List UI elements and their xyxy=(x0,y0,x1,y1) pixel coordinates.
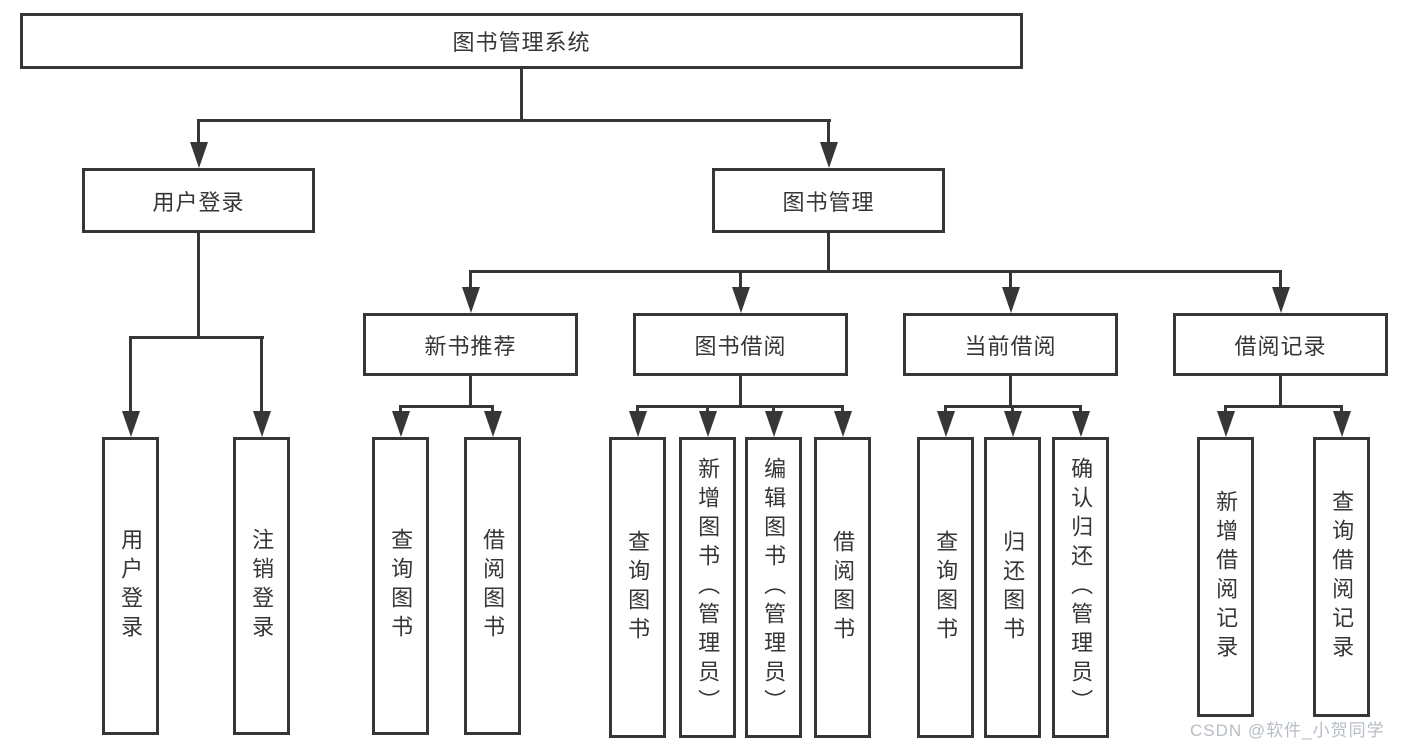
arrowhead-icon xyxy=(628,411,647,437)
node-book-management: 图书管理 xyxy=(712,168,945,233)
csdn-watermark: CSDN @软件_小贺同学 xyxy=(1190,721,1385,740)
node-edit-book-admin: 编辑图书（管理员） xyxy=(745,437,802,738)
arrowhead-icon xyxy=(461,287,480,313)
arrowhead-icon xyxy=(189,142,208,168)
node-confirm-return-admin: 确认归还（管理员） xyxy=(1052,437,1109,738)
node-query-borrow-record: 查询借阅记录 xyxy=(1313,437,1370,717)
node-new-book-recommend-label: 新书推荐 xyxy=(424,333,517,359)
arrowhead-icon xyxy=(1003,411,1022,437)
node-edit-book-admin-label: 编辑图书（管理员） xyxy=(761,457,787,718)
arrowhead-icon xyxy=(1216,411,1235,437)
arrowhead-icon xyxy=(1271,287,1290,313)
node-library-management-system-label: 图书管理系统 xyxy=(452,30,591,55)
node-query-books-3: 查询图书 xyxy=(917,437,974,738)
node-return-book: 归还图书 xyxy=(984,437,1041,738)
edge-root-to-user-login xyxy=(197,119,200,147)
node-borrow-books-1-label: 借阅图书 xyxy=(480,528,506,644)
node-library-management-system: 图书管理系统 xyxy=(20,13,1023,69)
arrowhead-icon xyxy=(1332,411,1351,437)
node-confirm-return-admin-label: 确认归还（管理员） xyxy=(1068,457,1094,718)
edge-to-borrow-records xyxy=(1279,270,1282,290)
arrowhead-icon xyxy=(764,411,783,437)
arrowhead-icon xyxy=(833,411,852,437)
arrowhead-icon xyxy=(483,411,502,437)
edge-new-book-rail xyxy=(399,405,494,408)
node-query-books-2: 查询图书 xyxy=(609,437,666,738)
edge-borrow-records-stem xyxy=(1279,376,1282,408)
node-user-login: 用户登录 xyxy=(82,168,315,233)
edge-borrow-records-rail xyxy=(1224,405,1343,408)
node-query-books-2-label: 查询图书 xyxy=(625,529,651,646)
node-new-book-recommend: 新书推荐 xyxy=(363,313,578,376)
arrowhead-icon xyxy=(1001,287,1020,313)
node-user-login-leaf-label: 用户登录 xyxy=(118,528,144,644)
node-current-borrow-label: 当前借阅 xyxy=(964,333,1057,359)
node-borrow-records-label: 借阅记录 xyxy=(1234,333,1327,359)
arrowhead-icon xyxy=(391,411,410,437)
arrowhead-icon xyxy=(1071,411,1090,437)
edge-to-confirm-return xyxy=(1079,405,1082,415)
node-current-borrow: 当前借阅 xyxy=(903,313,1118,376)
edge-to-user-login-leaf xyxy=(129,336,132,415)
edge-book-management-rail xyxy=(469,270,1282,273)
edge-to-logout-leaf xyxy=(260,336,263,415)
node-user-login-leaf: 用户登录 xyxy=(102,437,159,735)
node-logout-leaf-label: 注销登录 xyxy=(249,528,275,644)
node-add-borrow-record: 新增借阅记录 xyxy=(1197,437,1254,717)
node-book-management-label: 图书管理 xyxy=(782,189,875,215)
node-query-books-1-label: 查询图书 xyxy=(388,528,414,644)
edge-to-query-books-2 xyxy=(636,405,639,415)
node-query-borrow-record-label: 查询借阅记录 xyxy=(1329,490,1355,664)
node-borrow-books-1: 借阅图书 xyxy=(464,437,521,735)
edge-to-query-books-3 xyxy=(944,405,947,415)
node-borrow-books-2-label: 借阅图书 xyxy=(830,529,856,646)
edge-book-management-stem xyxy=(827,233,830,273)
node-add-borrow-record-label: 新增借阅记录 xyxy=(1213,490,1239,664)
node-logout-leaf: 注销登录 xyxy=(233,437,290,735)
node-add-book-admin-label: 新增图书（管理员） xyxy=(695,457,721,718)
arrowhead-icon xyxy=(252,411,271,437)
arrowhead-icon xyxy=(731,287,750,313)
edge-to-edit-book xyxy=(772,405,775,415)
edge-to-add-record xyxy=(1224,405,1227,415)
edge-to-new-book-recommend xyxy=(469,270,472,290)
node-book-borrow: 图书借阅 xyxy=(633,313,848,376)
edge-root-to-book-management xyxy=(827,119,830,147)
edge-root-rail xyxy=(197,119,831,122)
edge-to-query-record xyxy=(1340,405,1343,415)
arrowhead-icon xyxy=(121,411,140,437)
edge-current-borrow-stem xyxy=(1009,376,1012,408)
edge-to-query-books-1 xyxy=(399,405,402,415)
node-query-books-1: 查询图书 xyxy=(372,437,429,735)
edge-root-stem xyxy=(519,69,523,119)
edge-to-current-borrow xyxy=(1009,270,1012,290)
arrowhead-icon xyxy=(698,411,717,437)
node-add-book-admin: 新增图书（管理员） xyxy=(679,437,736,738)
node-query-books-3-label: 查询图书 xyxy=(933,529,959,646)
node-borrow-records: 借阅记录 xyxy=(1173,313,1388,376)
node-return-book-label: 归还图书 xyxy=(1000,529,1026,646)
edge-to-add-book xyxy=(706,405,709,415)
node-borrow-books-2: 借阅图书 xyxy=(814,437,871,738)
edge-new-book-stem xyxy=(469,376,472,408)
edge-book-borrow-stem xyxy=(739,376,742,408)
edge-to-book-borrow xyxy=(739,270,742,290)
node-user-login-label: 用户登录 xyxy=(152,189,245,215)
edge-user-login-rail xyxy=(129,336,264,339)
edge-user-login-stem xyxy=(197,233,200,336)
edge-to-borrow-books-2 xyxy=(841,405,844,415)
node-book-borrow-label: 图书借阅 xyxy=(694,333,787,359)
edge-to-return-book xyxy=(1011,405,1014,415)
arrowhead-icon xyxy=(936,411,955,437)
edge-book-borrow-rail xyxy=(636,405,844,408)
arrowhead-icon xyxy=(819,142,838,168)
edge-to-borrow-books-1 xyxy=(491,405,494,415)
